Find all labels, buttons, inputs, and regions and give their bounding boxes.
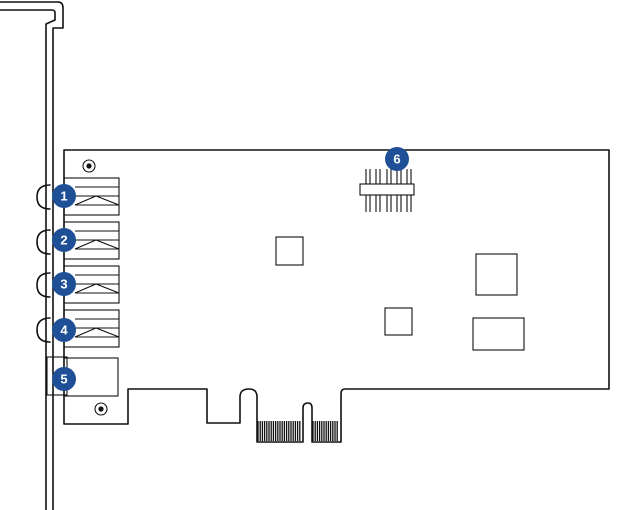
chip-large-right — [476, 254, 517, 295]
edge-connector-pins — [258, 421, 337, 441]
callout-6: 6 — [385, 147, 409, 171]
svg-text:1: 1 — [60, 189, 67, 204]
usb-port-1 — [37, 178, 119, 215]
svg-text:4: 4 — [60, 323, 68, 338]
callout-3: 3 — [52, 272, 76, 296]
pin-header — [360, 169, 414, 212]
svg-text:5: 5 — [60, 372, 67, 387]
usb-port-2 — [37, 222, 119, 259]
callout-5: 5 — [52, 367, 76, 391]
chip-small-left — [276, 237, 303, 265]
mounting-hole-top — [83, 160, 95, 172]
svg-text:3: 3 — [60, 277, 67, 292]
callout-1: 1 — [52, 184, 76, 208]
svg-text:6: 6 — [393, 152, 400, 167]
chip-small-center — [385, 308, 412, 335]
chip-wide-right — [473, 318, 524, 350]
usb-port-3 — [37, 266, 119, 303]
svg-text:2: 2 — [60, 233, 67, 248]
callout-2: 2 — [52, 228, 76, 252]
mounting-bracket — [0, 2, 63, 510]
callout-4: 4 — [52, 318, 76, 342]
pcb-outline — [64, 150, 609, 442]
usb-port-4 — [37, 310, 119, 347]
mounting-hole-bottom — [95, 403, 107, 415]
